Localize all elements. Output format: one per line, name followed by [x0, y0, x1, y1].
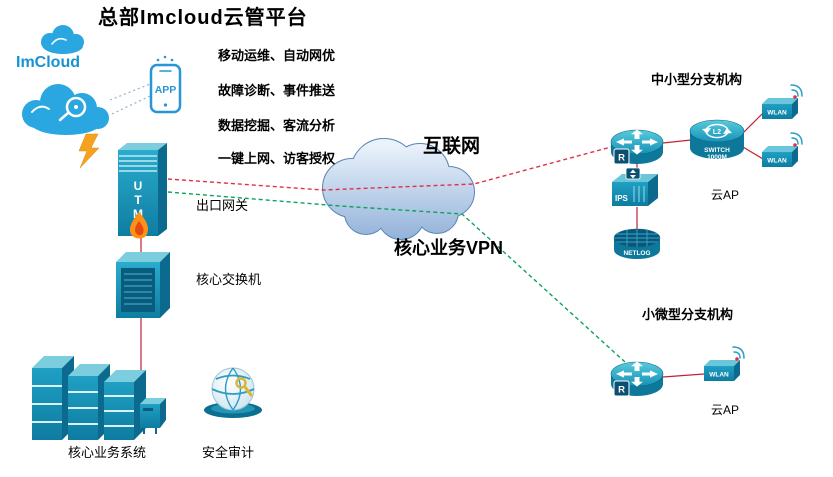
flame-icon — [129, 212, 149, 239]
router-badge: R — [613, 380, 630, 397]
router-arrows-icon — [616, 361, 658, 387]
svg-text:R: R — [618, 153, 625, 164]
router-arrows-icon — [616, 129, 658, 155]
feature-item-4: 一键上网、访客授权 — [218, 151, 336, 166]
svg-text:L2: L2 — [713, 129, 721, 136]
imcloud-label: ImCloud — [16, 54, 80, 71]
branch-micro-ap-caption: 云AP — [711, 403, 740, 417]
utm-letter-u: U — [134, 179, 143, 193]
imcloud-small-cloud-icon — [41, 25, 84, 54]
utm-gateway-device: U T M — [118, 143, 167, 239]
branch-micro-title: 小微型分支机构 — [642, 307, 734, 322]
branch-medium-netlog-device: NETLOG — [613, 228, 661, 259]
branch-medium-title: 中小型分支机构 — [651, 72, 743, 87]
vpn-link-dashed — [167, 191, 626, 363]
utm-letter-t: T — [134, 193, 142, 207]
branch-medium-l2-switch-device: L2 SWITCH 1000M — [689, 119, 745, 161]
branch-micro-wlan-ap-device: WLAN — [704, 346, 745, 381]
switch-speed-line1: SWITCH — [704, 147, 730, 154]
branch-medium-router-device: R — [610, 129, 664, 165]
svg-text:WLAN: WLAN — [709, 372, 729, 379]
feature-item-1: 移动运维、自动网优 — [218, 48, 336, 63]
vpn-label: 核心业务VPN — [394, 238, 504, 258]
l2-loop-icon: L2 — [702, 123, 732, 139]
wifi-arcs-icon — [732, 346, 745, 359]
internet-cloud — [322, 138, 475, 240]
svg-text:NETLOG: NETLOG — [623, 250, 650, 257]
branch-medium-ips-device: IPS — [612, 167, 658, 206]
core-servers-device — [32, 356, 166, 440]
branch-micro-router-device: R — [610, 361, 664, 397]
security-audit-caption: 安全审计 — [202, 445, 255, 460]
svg-text:WLAN: WLAN — [767, 110, 787, 117]
ips-chip-icon — [625, 167, 641, 180]
feature-item-3: 数据挖掘、客流分析 — [218, 118, 336, 133]
wifi-arcs-icon — [790, 132, 803, 145]
magnifier-icon — [65, 96, 87, 118]
svg-text:WLAN: WLAN — [767, 158, 787, 165]
internet-link-dashed — [167, 146, 612, 191]
switch-speed-line2: 1000M — [707, 154, 727, 161]
internet-label: 互联网 — [423, 136, 481, 157]
core-switch-device — [116, 252, 170, 318]
svg-text:R: R — [618, 385, 625, 396]
branch-medium-wlan-ap1-device: WLAN — [762, 84, 803, 119]
imcloud-big-cloud-icon — [22, 84, 109, 135]
app-dotted-links — [109, 83, 151, 115]
security-audit-device — [204, 367, 262, 418]
core-servers-caption: 核心业务系统 — [68, 445, 147, 460]
lightning-icon — [78, 133, 100, 169]
router-badge: R — [613, 148, 630, 165]
wrench-icon — [235, 377, 253, 397]
feature-item-2: 故障诊断、事件推送 — [218, 83, 336, 98]
svg-text:IPS: IPS — [615, 194, 629, 203]
branch-medium-ap-caption: 云AP — [711, 188, 740, 202]
page-title: 总部Imcloud云管平台 — [98, 7, 308, 29]
wifi-arcs-icon — [790, 84, 803, 97]
app-phone-icon: APP — [149, 55, 182, 114]
core-switch-caption: 核心交换机 — [196, 272, 262, 287]
device-links — [140, 112, 764, 378]
branch-medium-wlan-ap2-device: WLAN — [762, 132, 803, 167]
app-label: APP — [155, 84, 177, 96]
gateway-caption: 出口网关 — [196, 198, 249, 213]
